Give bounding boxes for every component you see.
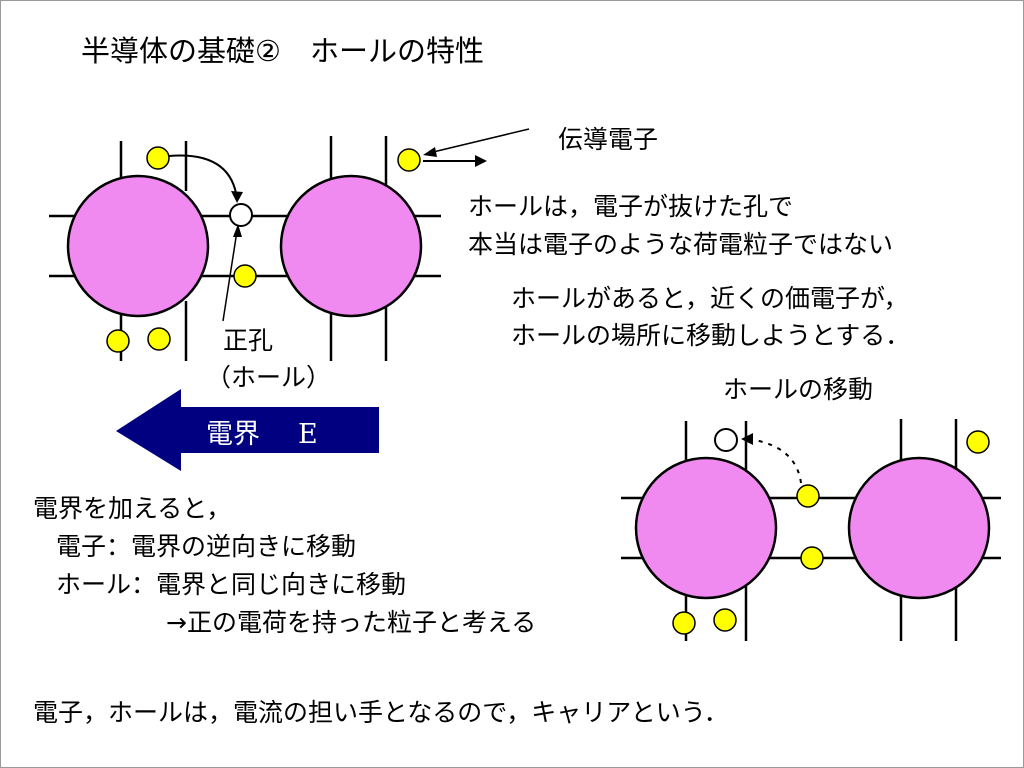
carrier-text: 電子，ホールは，電流の担い手となるので，キャリアという． [33,698,729,727]
electric-field-arrow [116,389,379,471]
slide-title: 半導体の基礎② ホールの特性 [81,34,484,68]
hole-move-label: ホールの移動 [723,375,874,404]
conduction-label-pointer [428,128,530,154]
electron [233,264,257,288]
move-desc-line-2: ホールの場所に移動しようとする． [511,321,911,350]
atom-right-2 [847,456,991,600]
electron [713,608,737,632]
move-desc-line-1: ホールがあると，近くの価電子が， [511,284,909,313]
field-effect-line-1: 電界を加えると， [33,494,232,523]
electron-jump-arrow [168,154,238,200]
hole [714,428,738,452]
hole-label-line-2: （ホール） [206,363,332,392]
hole [229,203,253,227]
hole-move-dotted-arrow [748,438,802,484]
electron [147,327,171,351]
field-effect-line-3: ホール：電界と同じ向きに移動 [56,570,407,599]
field-effect-line-4: →正の電荷を持った粒子と考える [166,608,537,637]
conduction-electron [397,148,421,172]
hole-desc-line-1: ホールは，電子が抜けた孔で [468,192,794,221]
field-symbol: E [298,419,318,450]
atom-left-1 [66,174,210,318]
electron [146,146,170,170]
field-effect-line-2: 電子：電界の逆向きに移動 [56,532,357,561]
hole-label-pointer [222,230,238,322]
electron [796,484,820,508]
electron [966,430,990,454]
atom-left-2 [279,174,423,318]
electron [800,546,824,570]
electron [106,329,130,353]
hole-label-line-1: 正孔 [223,326,274,355]
field-arrow-label: 電界 [206,419,260,450]
conduction-electron-label: 伝導電子 [558,125,659,154]
atom-right-1 [634,456,778,600]
hole-desc-line-2: 本当は電子のような荷電粒子ではない [468,230,894,259]
electron [672,611,696,635]
